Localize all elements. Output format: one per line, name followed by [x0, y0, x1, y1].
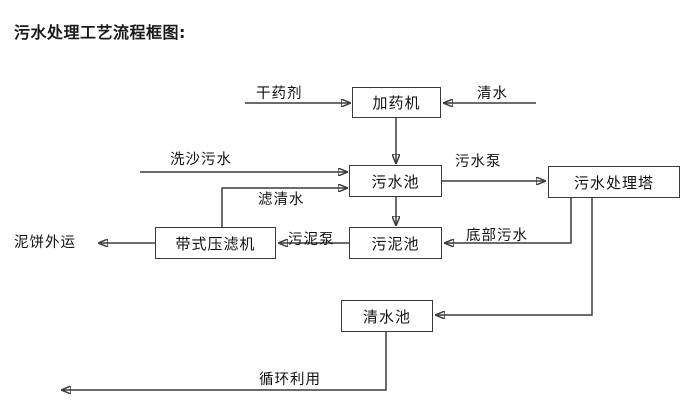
edge-label-filtrate-water: 滤清水: [258, 192, 305, 208]
node-belt-filter-press[interactable]: 带式压滤机: [155, 227, 276, 259]
node-treatment-tower[interactable]: 污水处理塔: [548, 166, 680, 198]
page-title: 污水处理工艺流程框图:: [14, 23, 186, 42]
node-sludge-pool[interactable]: 污泥池: [349, 227, 442, 259]
node-dosing-machine[interactable]: 加药机: [352, 87, 441, 118]
edge-label-mud-cake-export: 泥饼外运: [14, 235, 76, 251]
node-sewage-pool[interactable]: 污水池: [349, 165, 442, 197]
wire-clear-pool-to-recycle: [62, 332, 387, 390]
edge-label-sand-washing-sewage: 洗沙污水: [170, 152, 232, 168]
edge-label-sludge-pump: 污泥泵: [288, 232, 335, 248]
edge-label-recycle-use: 循环利用: [259, 372, 321, 388]
edge-label-bottom-sewage: 底部污水: [466, 228, 528, 244]
wire-tower-to-clear-pool: [436, 198, 593, 315]
edge-label-clean-water: 清水: [477, 86, 508, 102]
edge-label-sewage-pump: 污水泵: [455, 154, 502, 170]
edge-label-dry-reagent: 干药剂: [256, 86, 303, 102]
wire-filtrate-to-sewage-pool: [221, 188, 347, 227]
wire-bottom-sewage-to-sludge-pool: [445, 198, 572, 243]
node-clear-water-pool[interactable]: 清水池: [341, 300, 433, 332]
